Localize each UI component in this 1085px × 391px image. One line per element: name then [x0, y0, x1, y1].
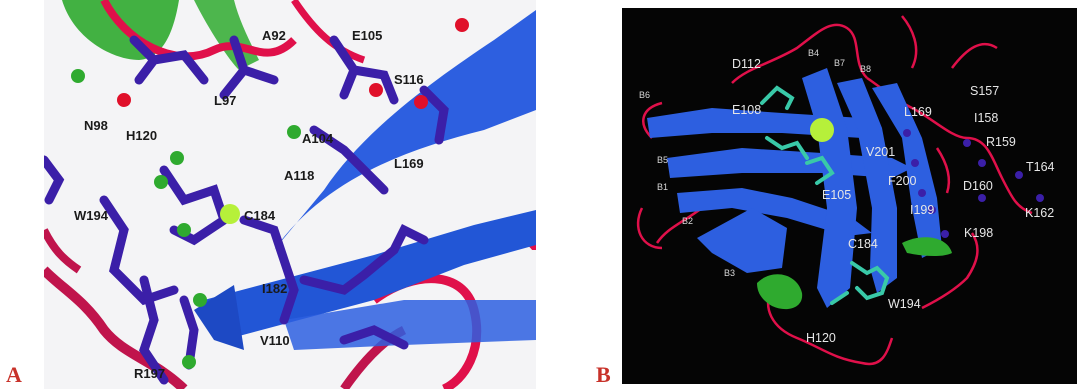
- label-k198: K198: [964, 226, 993, 240]
- label-f200: F200: [888, 174, 917, 188]
- label-r197: R197: [134, 366, 165, 381]
- label-h120: H120: [126, 128, 157, 143]
- label-e105: E105: [822, 188, 851, 202]
- label-a92: A92: [262, 28, 286, 43]
- label-c184: C184: [244, 208, 276, 223]
- label-b3: B3: [724, 268, 735, 278]
- label-n98: N98: [84, 118, 108, 133]
- label-e108: E108: [732, 103, 761, 117]
- panel-b-molecule: D112 E108 S157 L169 I158 R159 V201 T164 …: [622, 8, 1077, 384]
- label-v110: V110: [260, 333, 290, 348]
- label-l169: L169: [904, 105, 932, 119]
- label-b2: B2: [682, 216, 693, 226]
- label-w194: W194: [74, 208, 109, 223]
- panel-a-letter: A: [6, 362, 22, 388]
- label-t164: T164: [1026, 160, 1055, 174]
- label-b6: B6: [639, 90, 650, 100]
- label-r159: R159: [986, 135, 1016, 149]
- label-b8: B8: [860, 64, 871, 74]
- label-i199: I199: [910, 203, 934, 217]
- label-d112: D112: [732, 57, 761, 71]
- label-s116: S116: [394, 72, 424, 87]
- label-a118: A118: [284, 168, 314, 183]
- label-a104: A104: [302, 131, 334, 146]
- panel-b-ribbon-view: D112 E108 S157 L169 I158 R159 V201 T164 …: [622, 8, 1077, 384]
- label-i158: I158: [974, 111, 998, 125]
- label-b7: B7: [834, 58, 845, 68]
- label-k162: K162: [1025, 206, 1054, 220]
- label-w194: W194: [888, 297, 921, 311]
- label-h120: H120: [806, 331, 836, 345]
- label-e105: E105: [352, 28, 382, 43]
- label-b1: B1: [657, 182, 668, 192]
- label-s157: S157: [970, 84, 999, 98]
- panel-a-molecule: A92 E105 N98 L97 S116 H120 A104 L169 A11…: [44, 0, 536, 389]
- label-i182: I182: [262, 281, 287, 296]
- label-c184: C184: [848, 237, 878, 251]
- label-l97: L97: [214, 93, 236, 108]
- label-l169: L169: [394, 156, 424, 171]
- panel-b-letter: B: [596, 362, 611, 388]
- panel-a-structure-closeup: A92 E105 N98 L97 S116 H120 A104 L169 A11…: [44, 0, 536, 389]
- label-b5: B5: [657, 155, 668, 165]
- label-b4: B4: [808, 48, 819, 58]
- label-v201: V201: [866, 145, 895, 159]
- label-d160: D160: [963, 179, 993, 193]
